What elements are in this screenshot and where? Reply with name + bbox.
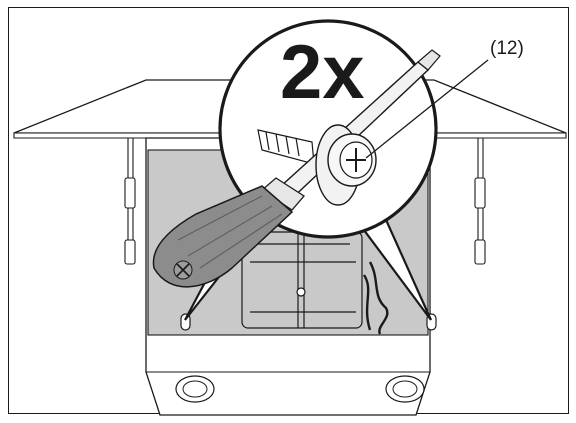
light-button-left xyxy=(175,375,215,403)
side-bracket-left xyxy=(124,138,136,265)
side-bracket-right xyxy=(474,138,486,265)
power-cable xyxy=(362,261,389,335)
part-reference-label: (12) xyxy=(490,38,524,59)
quantity-label: 2x xyxy=(280,30,365,115)
light-button-right xyxy=(385,375,425,403)
screw-icon xyxy=(315,124,377,206)
motor-unit xyxy=(241,231,363,329)
callout-leader xyxy=(365,59,489,159)
